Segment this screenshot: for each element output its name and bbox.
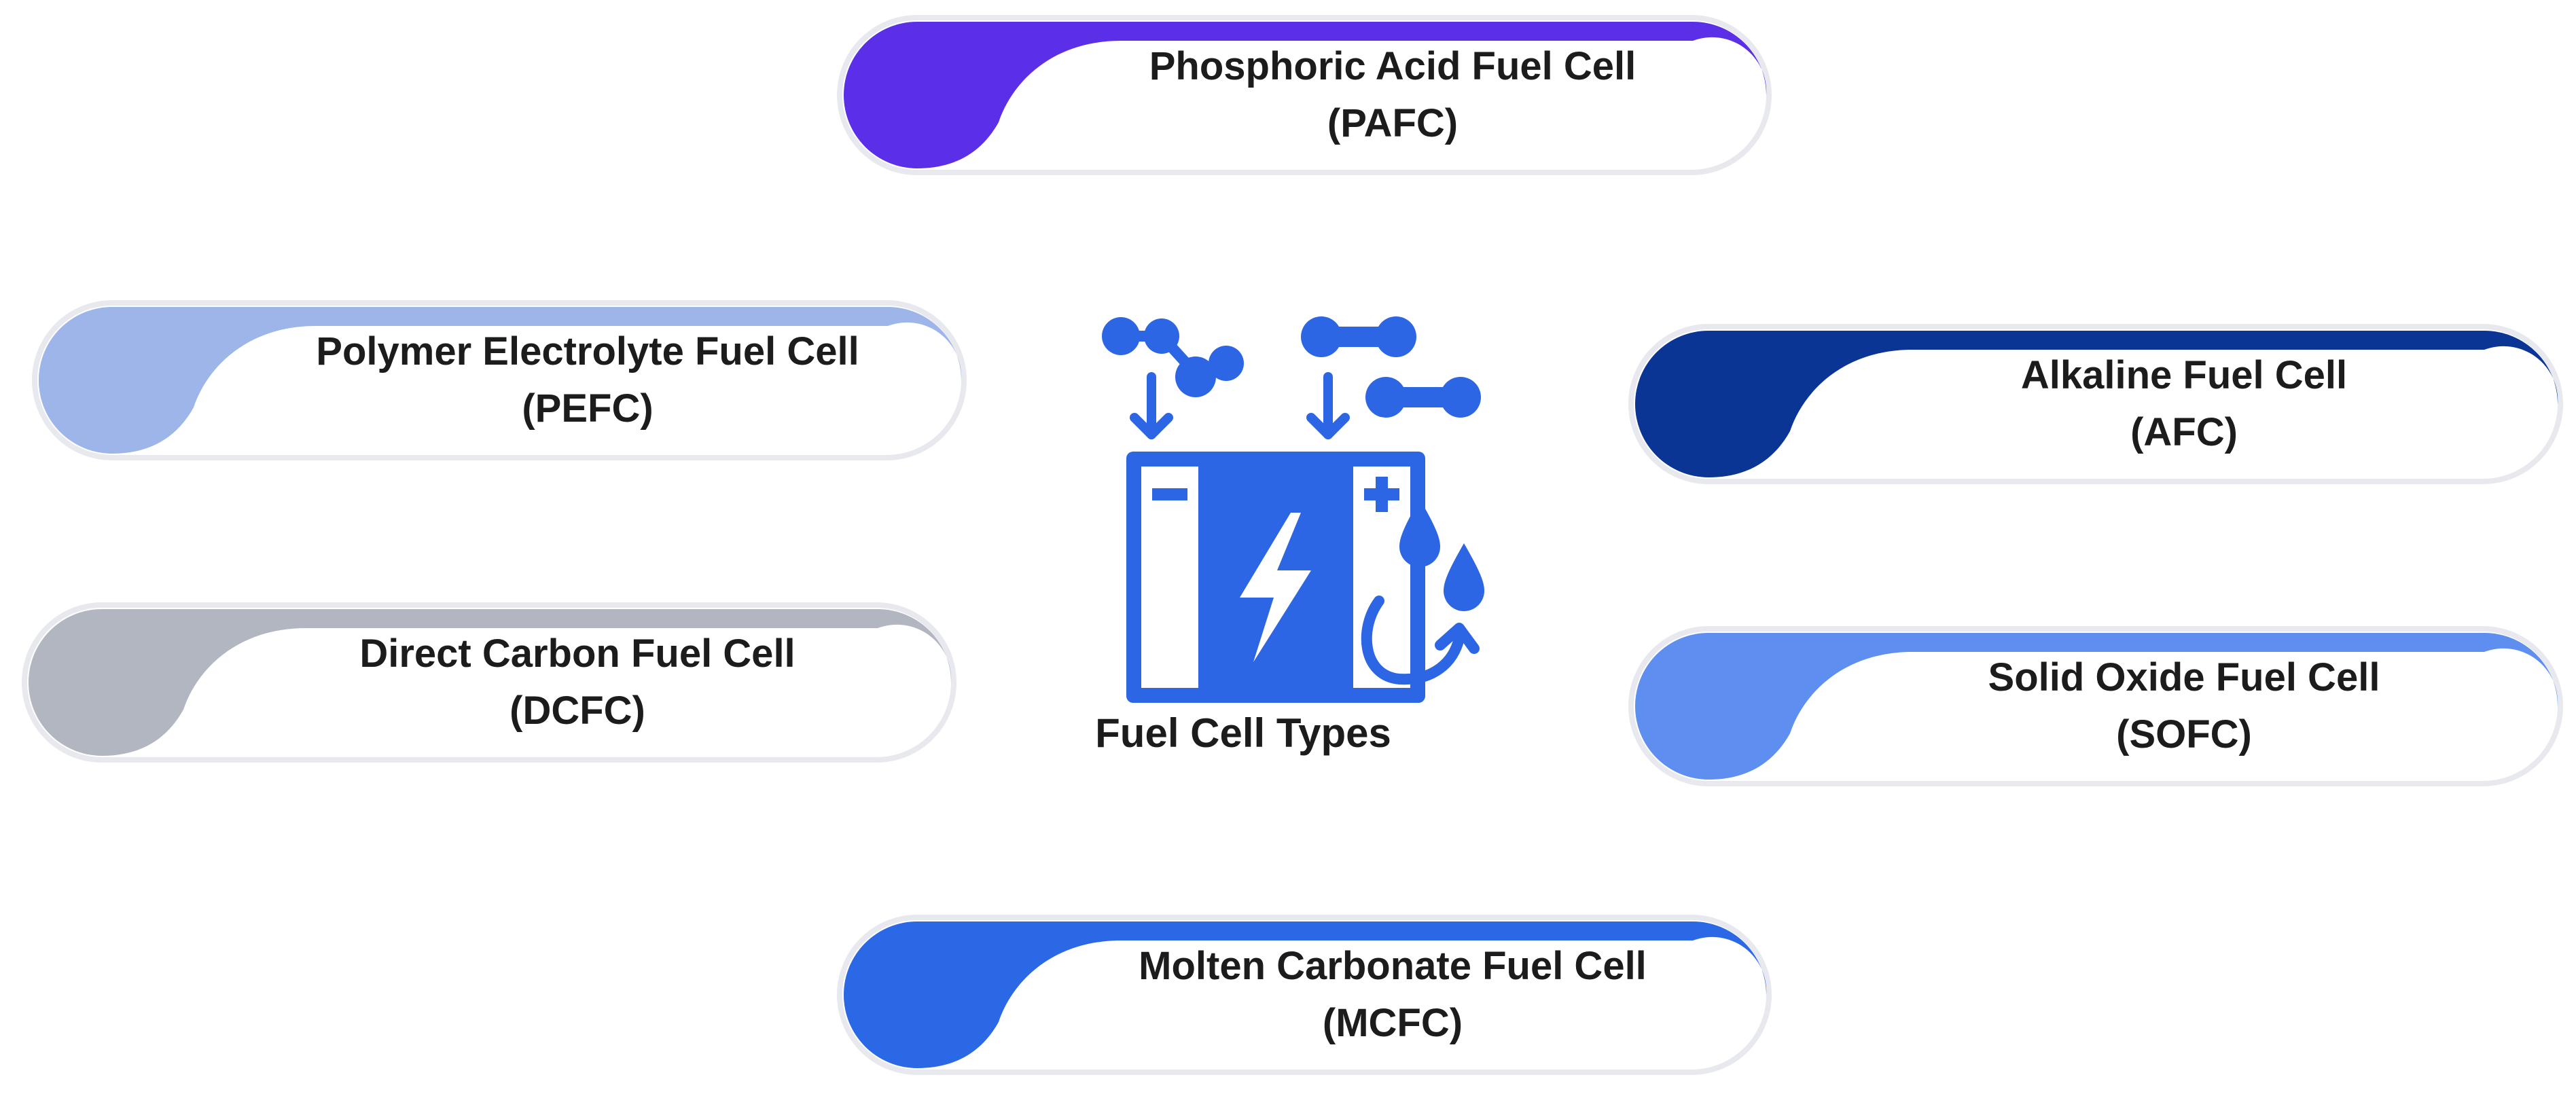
node-name: Polymer Electrolyte Fuel Cell bbox=[316, 329, 859, 373]
node-label: Molten Carbonate Fuel Cell (MCFC) bbox=[1039, 913, 1746, 1076]
node-name: Molten Carbonate Fuel Cell bbox=[1139, 943, 1647, 988]
node-name: Phosphoric Acid Fuel Cell bbox=[1149, 43, 1636, 88]
node-pafc: Phosphoric Acid Fuel Cell (PAFC) bbox=[836, 14, 1773, 177]
node-label: Phosphoric Acid Fuel Cell (PAFC) bbox=[1039, 14, 1746, 177]
node-abbreviation: (PEFC) bbox=[522, 386, 654, 431]
circular-arrow-icon bbox=[1361, 596, 1480, 685]
pill-shape bbox=[1628, 324, 2563, 484]
node-abbreviation: (SOFC) bbox=[2116, 712, 2252, 756]
molecule-right-icon bbox=[1301, 316, 1481, 418]
node-dcfc: Direct Carbon Fuel Cell (DCFC) bbox=[20, 601, 958, 764]
pill-shape bbox=[1628, 626, 2563, 786]
diagram-center-title: Fuel Cell Types bbox=[1095, 710, 1391, 756]
pill-shape bbox=[837, 915, 1772, 1075]
node-label: Solid Oxide Fuel Cell (SOFC) bbox=[1831, 625, 2537, 788]
water-drop-icon bbox=[1399, 499, 1484, 611]
pill-shape bbox=[22, 602, 956, 763]
node-abbreviation: (AFC) bbox=[2130, 410, 2238, 454]
arrow-down-left-icon bbox=[1130, 372, 1173, 439]
node-label: Alkaline Fuel Cell (AFC) bbox=[1831, 323, 2537, 486]
node-abbreviation: (PAFC) bbox=[1327, 101, 1459, 145]
battery-body-icon bbox=[1126, 452, 1425, 703]
node-sofc: Solid Oxide Fuel Cell (SOFC) bbox=[1627, 625, 2564, 788]
pill-shape bbox=[32, 300, 967, 460]
node-label: Direct Carbon Fuel Cell (DCFC) bbox=[224, 601, 931, 764]
node-afc: Alkaline Fuel Cell (AFC) bbox=[1627, 323, 2564, 486]
node-name: Direct Carbon Fuel Cell bbox=[359, 631, 795, 676]
node-label: Polymer Electrolyte Fuel Cell (PEFC) bbox=[234, 299, 941, 462]
node-abbreviation: (DCFC) bbox=[509, 689, 645, 733]
molecule-left-icon bbox=[1102, 317, 1244, 397]
arrow-down-right-icon bbox=[1306, 372, 1350, 439]
fuel-cell-battery-icon bbox=[1102, 316, 1484, 703]
node-abbreviation: (MCFC) bbox=[1322, 1001, 1463, 1045]
node-mcfc: Molten Carbonate Fuel Cell (MCFC) bbox=[836, 913, 1773, 1076]
node-name: Solid Oxide Fuel Cell bbox=[1988, 655, 2380, 699]
pill-shape bbox=[837, 15, 1772, 175]
node-pefc: Polymer Electrolyte Fuel Cell (PEFC) bbox=[31, 299, 968, 462]
node-name: Alkaline Fuel Cell bbox=[2020, 352, 2348, 397]
